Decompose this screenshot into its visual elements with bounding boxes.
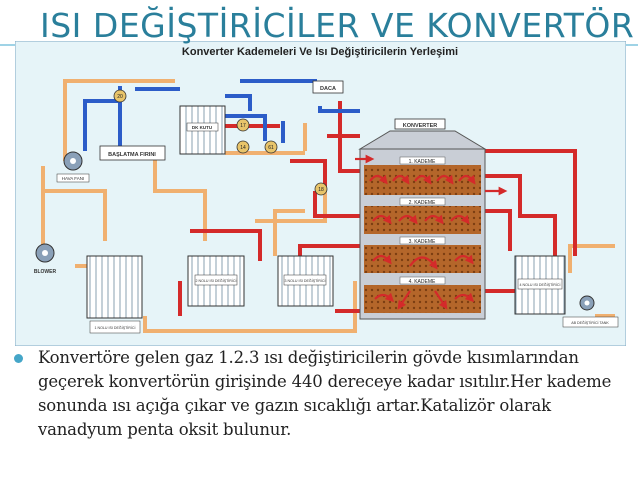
heat-exchanger-4: 4 NOLU ISI DEĞİŞTİRİCİ [514,255,566,315]
svg-text:17: 17 [240,123,246,129]
right-tank-label: AB DEĞİŞTİRİCİ TANK [571,320,609,325]
svg-text:14: 14 [240,145,246,151]
converter-diagram: Konverter Kademeleri Ve Isı Değiştiricil… [14,40,627,347]
heat-exchanger-2: 2 NOLU ISI DEĞİŞTİRİCİ [187,255,245,307]
slide-title: ISI DEĞİŞTİRİCİLER VE KONVERTÖR [40,6,635,45]
hx2-label: 2 NOLU ISI DEĞİŞTİRİCİ [196,278,237,283]
svg-text:20: 20 [117,94,123,100]
heat-exchanger-1: 1 NOLU ISI DEĞİŞTİRİCİ [86,255,143,334]
stage-4-label: 4. KADEME [409,279,436,285]
blower-label: BLOWER [34,269,57,275]
air-fan: HAVA FANI [56,151,90,183]
valve-61: 61 [264,140,278,154]
valve-18: 18 [314,182,328,196]
blower: BLOWER [34,243,57,275]
hx3-label: 3 NOLU ISI DEĞİŞTİRİCİ [285,278,326,283]
converter-label: KONVERTER [403,123,438,129]
bullet-text: Konvertöre gelen gaz 1.2.3 ısı değiştiri… [38,348,612,439]
diagram-caption: Konverter Kademeleri Ve Isı Değiştiricil… [182,46,458,58]
valve-17: 17 [236,118,250,132]
valve-20: 20 [113,89,127,103]
svg-text:18: 18 [318,187,324,193]
valve-14: 14 [236,140,250,154]
dry-box-unit: DK KUTU [179,105,226,155]
bullet-item: Konvertöre gelen gaz 1.2.3 ısı değiştiri… [14,346,630,442]
stage-2-label: 2. KADEME [409,200,436,206]
heat-exchanger-3: 3 NOLU ISI DEĞİŞTİRİCİ [277,255,334,307]
daca-box [312,80,344,94]
svg-text:61: 61 [268,145,274,151]
air-fan-label: HAVA FANI [62,176,85,181]
hx1-label: 1 NOLU ISI DEĞİŞTİRİCİ [95,325,136,330]
converter-vessel: KONVERTER 1. KADEME 2. KADEME 3. KADEME … [355,118,508,320]
daca-label: DACA [320,86,336,92]
bullet-dot-icon [14,354,23,363]
right-pump: AB DEĞİŞTİRİCİ TANK [562,295,619,328]
hx4-label: 4 NOLU ISI DEĞİŞTİRİCİ [520,282,561,287]
stage-1-label: 1. KADEME [409,159,436,165]
stage-3-label: 3. KADEME [409,239,436,245]
start-furnace-label: BAŞLATMA FIRINI [108,152,156,158]
dry-box-label: DK KUTU [192,125,212,130]
start-furnace [99,145,166,161]
